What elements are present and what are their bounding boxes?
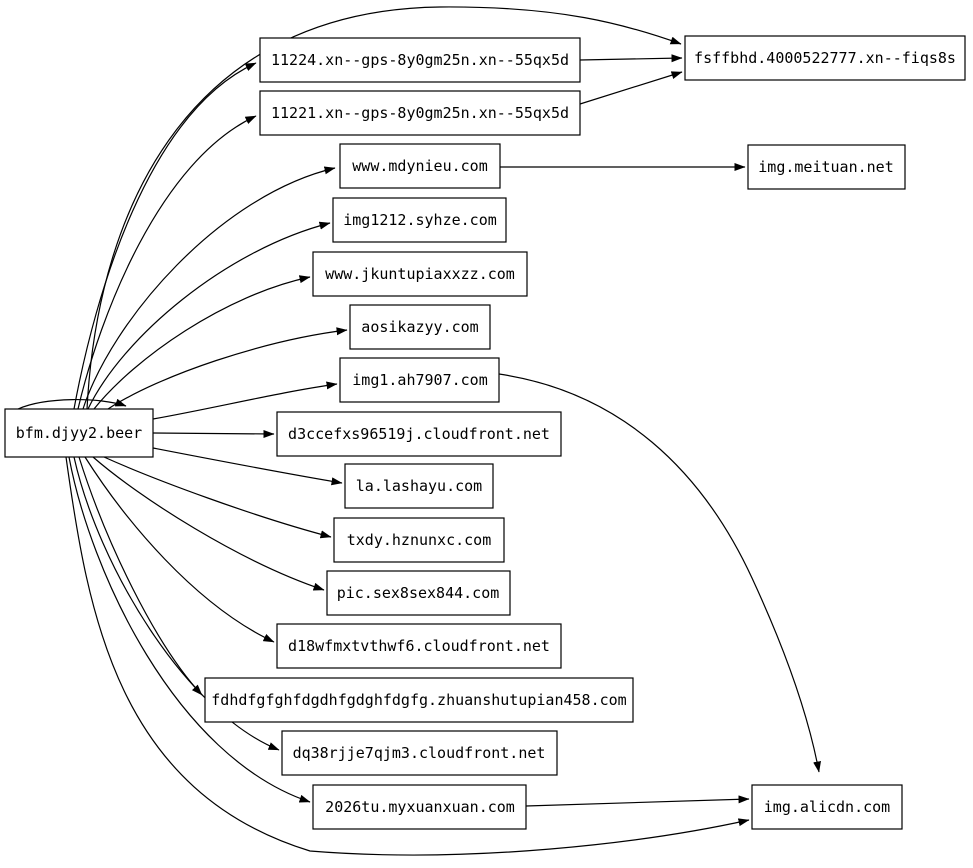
edge-bfm-to-alicdn (65, 456, 750, 856)
node-box (332, 197, 507, 243)
node-img1-ah7907-com: img1.ah7907.com (339, 357, 500, 403)
edge-bfm-to-myxuanxuan (68, 456, 311, 803)
edge-layer (17, 6, 821, 856)
edge-myxuanxuan-to-alicdn (525, 795, 750, 807)
node-aosikazyy-com: aosikazyy.com (349, 304, 491, 350)
edge-bfm-to-aosikazyy (107, 327, 348, 410)
node-box (204, 677, 634, 723)
node-label: d18wfmxtvthwf6.cloudfront.net (288, 637, 550, 655)
node-box (4, 408, 154, 458)
node-txdy-hznunxc-com: txdy.hznunxc.com (333, 517, 505, 563)
edge-bfm-to-lashayu (152, 447, 343, 486)
node-box (339, 143, 501, 189)
node-box (259, 37, 581, 83)
node-box (276, 623, 562, 669)
node-fsffbhd-4000522777: fsffbhd.4000522777.xn--fiqs8s (684, 35, 966, 81)
node-box (312, 784, 527, 830)
edge-bfm-to-txdy (103, 456, 332, 539)
node-label: aosikazyy.com (361, 318, 478, 336)
edge-bfm-to-syhze (87, 221, 331, 410)
node-label: img1.ah7907.com (352, 371, 487, 389)
node-img-meituan-net: img.meituan.net (747, 144, 906, 190)
node-box (751, 784, 903, 830)
node-label: pic.sex8sex844.com (337, 584, 500, 602)
edge-ah7907-to-alicdn (498, 373, 821, 773)
edge-bfm-to-gps11221 (77, 115, 257, 410)
node-pic-sex8sex844-com: pic.sex8sex844.com (326, 570, 511, 616)
node-img-alicdn-com: img.alicdn.com (751, 784, 903, 830)
node-label: 11224.xn--gps-8y0gm25n.xn--55qx5d (271, 51, 569, 69)
node-label: la.lashayu.com (356, 477, 482, 495)
node-box (312, 251, 528, 297)
node-box (281, 730, 558, 776)
node-11224-xn-gps: 11224.xn--gps-8y0gm25n.xn--55qx5d (259, 37, 581, 83)
node-11221-xn-gps: 11221.xn--gps-8y0gm25n.xn--55qx5d (259, 90, 581, 136)
node-img1212-syhze-com: img1212.syhze.com (332, 197, 507, 243)
edge-bfm-to-gps11224 (73, 62, 257, 410)
node-dq38rjje7qjm3-cloudfront-net: dq38rjje7qjm3.cloudfront.net (281, 730, 558, 776)
node-box (339, 357, 500, 403)
node-d18wfmxtvthwf6-cloudfront-net: d18wfmxtvthwf6.cloudfront.net (276, 623, 562, 669)
node-label: 11221.xn--gps-8y0gm25n.xn--55qx5d (271, 104, 569, 122)
node-2026tu-myxuanxuan-com: 2026tu.myxuanxuan.com (312, 784, 527, 830)
node-d3ccefxs96519j-cloudfront-net: d3ccefxs96519j.cloudfront.net (276, 411, 562, 457)
node-label: txdy.hznunxc.com (347, 531, 492, 549)
edge-gps11224-to-fsffbhd (579, 54, 683, 63)
edge-bfm-to-fsffbhd (86, 6, 682, 410)
node-layer: bfm.djyy2.beer 11224.xn--gps-8y0gm25n.xn… (4, 35, 966, 830)
node-www-jkuntupiaxxzz-com: www.jkuntupiaxxzz.com (312, 251, 528, 297)
node-la-lashayu-com: la.lashayu.com (344, 463, 494, 509)
node-box (349, 304, 491, 350)
edge-bfm-to-mdynieu (82, 166, 336, 410)
node-www-mdynieu-com: www.mdynieu.com (339, 143, 501, 189)
edge-bfm-to-sex8 (92, 456, 325, 591)
node-bfm-djyy2-beer: bfm.djyy2.beer (4, 408, 154, 458)
edge-bfm-to-ah7907 (152, 381, 338, 420)
node-label: dq38rjje7qjm3.cloudfront.net (293, 744, 546, 762)
node-label: fsffbhd.4000522777.xn--fiqs8s (694, 49, 956, 67)
edge-bfm-to-zhuanshutupian (78, 456, 203, 696)
node-zhuanshutupian458-com: fdhdfgfghfdgdhfgdghfdgfg.zhuanshutupian4… (204, 677, 634, 723)
node-box (344, 463, 494, 509)
node-box (747, 144, 906, 190)
edge-bfm-to-dq38 (73, 456, 280, 751)
node-box (326, 570, 511, 616)
node-box (276, 411, 562, 457)
node-box (333, 517, 505, 563)
node-label: 2026tu.myxuanxuan.com (325, 798, 515, 816)
node-label: d3ccefxs96519j.cloudfront.net (288, 425, 550, 443)
edge-bfm-to-jkuntupiaxxzz (93, 275, 311, 410)
node-label: img1212.syhze.com (343, 211, 497, 229)
node-label: fdhdfgfghfdgdhfgdghfdgfg.zhuanshutupian4… (211, 691, 626, 709)
node-label: www.mdynieu.com (352, 157, 487, 175)
edge-bfm-to-d3ccefxs (152, 429, 275, 438)
node-box (259, 90, 581, 136)
edge-gps11221-to-fsffbhd (579, 71, 683, 105)
edge-bfm-to-d18wfmxt (84, 456, 275, 643)
node-label: img.meituan.net (758, 158, 893, 176)
node-label: bfm.djyy2.beer (16, 424, 142, 442)
node-label: www.jkuntupiaxxzz.com (325, 265, 515, 283)
node-box (684, 35, 966, 81)
node-label: img.alicdn.com (764, 798, 890, 816)
